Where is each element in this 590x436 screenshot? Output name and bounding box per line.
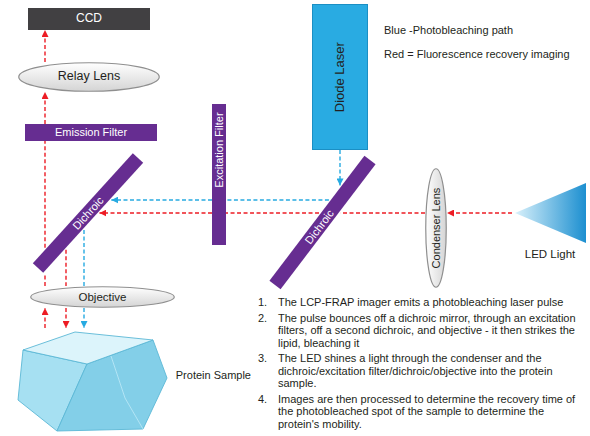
step-text: The LED shines a light through the conde… — [278, 352, 586, 390]
excitation-filter: Excitation Filter — [212, 104, 226, 245]
step-row: 4.Images are then processed to determine… — [258, 393, 586, 431]
protein-sample-label: Protein Sample — [176, 369, 251, 381]
dichroic-mirror: Dichroic — [275, 160, 370, 285]
relay-lens: Relay Lens — [18, 62, 160, 92]
diode-laser: Diode Laser — [312, 4, 368, 150]
blue-beam — [83, 308, 84, 328]
red-beam — [44, 30, 45, 62]
condenser-lens-label: Condenser Lens — [430, 188, 442, 269]
red-beam — [44, 92, 45, 124]
crystal-facet — [111, 356, 143, 429]
lens-ellipse — [426, 169, 447, 288]
step-text-cell: The pulse bounces off a dichroic mirror,… — [278, 312, 586, 350]
red-beam — [44, 273, 45, 286]
blue-beam — [83, 230, 84, 286]
relay-lens-label: Relay Lens — [58, 70, 121, 84]
lens-ellipse — [31, 287, 175, 308]
step-number: 2. — [258, 312, 278, 325]
step-number-cell: 1. — [258, 296, 278, 309]
lens-ellipse — [19, 63, 160, 92]
key-text: Red = Fluorescence recovery imaging — [384, 48, 570, 61]
blue-beam — [226, 199, 329, 200]
step-text: The pulse bounces off a dichroic mirror,… — [278, 312, 586, 350]
step-text-cell: The LED shines a light through the conde… — [278, 352, 586, 390]
step-number: 1. — [258, 296, 278, 309]
red-beam — [99, 212, 212, 213]
mirror-bar — [38, 158, 138, 268]
objective-lens: Objective — [30, 286, 175, 308]
step-text: Images are then processed to determine t… — [278, 393, 586, 431]
mirror-bar — [275, 160, 370, 285]
step-text-cell: Images are then processed to determine t… — [278, 393, 586, 431]
step-text-cell: The LCP-FRAP imager emits a photobleachi… — [278, 296, 586, 309]
dichroic-mirror-label: Dichroic — [70, 194, 106, 232]
red-beam — [44, 141, 45, 248]
step-number-cell: 2. — [258, 312, 278, 350]
dichroic-mirror-label: Dichroic — [302, 208, 336, 247]
objective-lens-label: Objective — [79, 291, 127, 304]
red-beam — [340, 212, 425, 213]
excitation-filter-label: Excitation Filter — [213, 113, 225, 188]
step-number-cell: 3. — [258, 352, 278, 390]
condenser-lens: Condenser Lens — [425, 168, 447, 288]
key-text: Blue -Photobleaching path — [384, 24, 513, 37]
ccd-camera: CCD — [28, 8, 150, 30]
step-number: 3. — [258, 352, 278, 365]
emission-filter: Emission Filter — [25, 124, 157, 141]
step-row: 2.The pulse bounces off a dichroic mirro… — [258, 312, 586, 350]
blue-beam — [339, 150, 340, 185]
key-holder: Red = Fluorescence recovery imaging — [384, 48, 570, 61]
diode-laser-label: Diode Laser — [333, 42, 347, 112]
red-beam — [447, 212, 512, 213]
red-beam — [65, 250, 66, 286]
protein-sample: Protein Sample — [15, 328, 170, 434]
steps-list: 1.The LCP-FRAP imager emits a photobleac… — [258, 296, 586, 433]
ccd-camera-label: CCD — [76, 12, 102, 25]
dichroic-mirror: Dichroic — [38, 158, 138, 268]
led-emitter — [515, 183, 586, 243]
step-number: 4. — [258, 393, 278, 406]
led-light-label: LED Light — [525, 248, 576, 261]
crystal-face — [23, 332, 153, 364]
red-beam — [226, 212, 319, 213]
key-holder: Blue -Photobleaching path — [384, 24, 513, 37]
step-row: 3.The LED shines a light through the con… — [258, 352, 586, 390]
red-beam — [65, 308, 66, 328]
led-light: LED Light — [512, 180, 588, 262]
emission-filter-label: Emission Filter — [55, 126, 127, 138]
red-beam — [44, 308, 45, 328]
protein-sample-outline — [15, 328, 170, 434]
step-row: 1.The LCP-FRAP imager emits a photobleac… — [258, 296, 586, 309]
step-number-cell: 4. — [258, 393, 278, 431]
step-text: The LCP-FRAP imager emits a photobleachi… — [278, 296, 586, 309]
blue-beam — [111, 199, 212, 200]
